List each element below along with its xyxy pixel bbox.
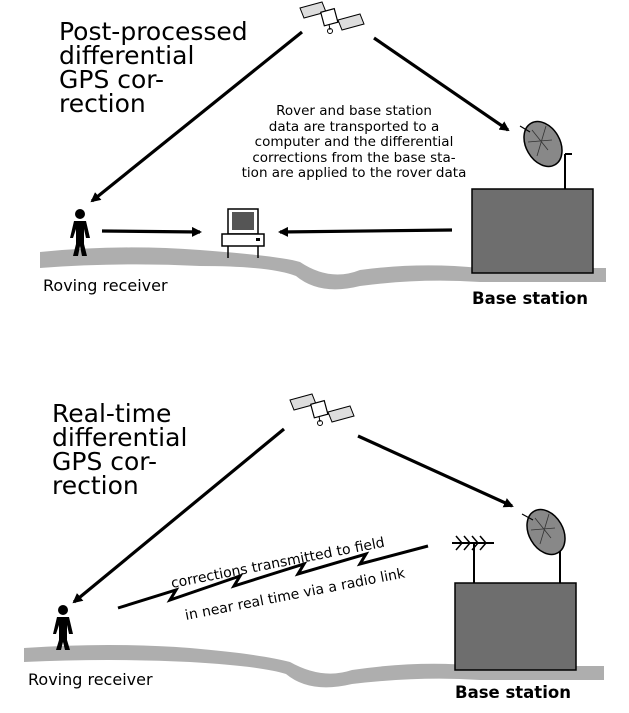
- computer-icon: [221, 208, 265, 258]
- signal-arrow-to-rover: [90, 30, 304, 203]
- satellite-icon: [289, 393, 355, 426]
- base-station-building: [471, 188, 594, 274]
- rover-label-top: Roving receiver: [43, 276, 168, 295]
- signal-arrow-to-base: [357, 434, 514, 508]
- satellite-dish-icon: [519, 120, 572, 189]
- real-time-panel: corrections transmitted to field in near…: [0, 356, 629, 713]
- rover-to-computer-arrow: [101, 226, 202, 237]
- signal-arrow-to-rover: [72, 427, 286, 604]
- base-station-building: [454, 582, 577, 671]
- satellite-icon: [299, 1, 365, 34]
- real-time-scene: corrections transmitted to field in near…: [24, 393, 604, 688]
- base-to-computer-arrow: [278, 226, 453, 237]
- ground-strip: [40, 247, 606, 290]
- real-time-title: Real-time differential GPS cor- rection: [52, 399, 188, 500]
- signal-arrow-to-base: [373, 36, 510, 132]
- radio-link-zigzag: [117, 544, 429, 610]
- rover-person-icon: [70, 209, 90, 256]
- ground-strip: [24, 645, 604, 688]
- post-processed-panel: Post-processed differential GPS cor- rec…: [0, 0, 629, 330]
- post-processed-title: Post-processed differential GPS cor- rec…: [59, 17, 248, 118]
- rover-person-icon: [53, 605, 73, 650]
- post-processed-scene: [40, 1, 606, 290]
- radio-antenna-icon: [452, 535, 494, 583]
- satellite-dish-icon: [521, 508, 566, 583]
- base-label-bottom: Base station: [455, 683, 571, 702]
- post-processed-caption: Rover and base station data are transpor…: [241, 103, 467, 181]
- rover-label-bottom: Roving receiver: [28, 670, 153, 689]
- base-label-top: Base station: [472, 289, 588, 308]
